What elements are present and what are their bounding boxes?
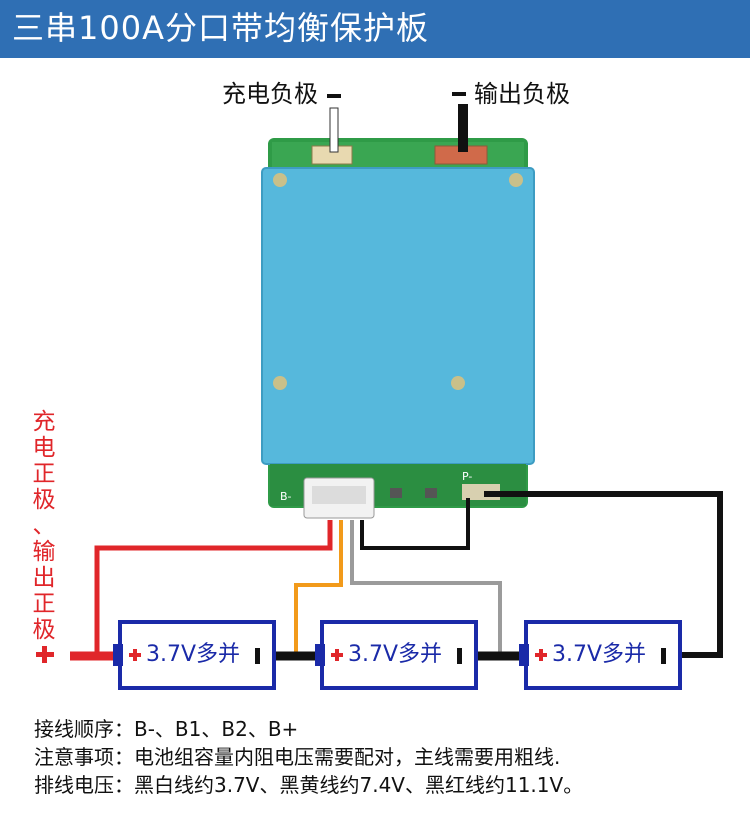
connector-slot — [312, 486, 366, 504]
battery-2 — [315, 620, 478, 690]
positive-label-char: 正 — [32, 461, 56, 487]
yellow-wire — [294, 520, 343, 655]
battery-3-plus-icon — [535, 649, 547, 661]
pcb-component-1 — [390, 488, 402, 498]
positive-label-char: 输 — [32, 539, 56, 565]
mount-hole-tr — [509, 173, 523, 187]
positive-label-char: 极 — [32, 487, 56, 513]
positive-label-char: 极 — [32, 617, 56, 643]
mount-hole-bl — [273, 376, 287, 390]
positive-terminal-plus-icon — [36, 646, 54, 663]
positive-label-char: 电 — [32, 435, 56, 461]
note-precautions: 注意事项：电池组容量内阻电压需要配对，主线需要用粗线. — [34, 745, 561, 769]
battery-1-label: 3.7V多并 — [146, 642, 241, 667]
battery-1 — [113, 620, 276, 690]
charge-negative-label: 充电负极 — [222, 80, 318, 108]
pcb-component-2 — [425, 488, 437, 498]
black-balance-wire — [360, 498, 470, 550]
mount-hole-tl — [273, 173, 287, 187]
charge-negative-lead — [329, 107, 339, 153]
note-wire-voltage: 排线电压：黑白线约3.7V、黑黄线约7.4V、黑红线约11.1V。 — [34, 773, 584, 797]
battery-2-plus-icon — [331, 649, 343, 661]
battery-3 — [519, 620, 682, 690]
output-negative-label: 输出负极 — [474, 80, 570, 108]
page-title: 三串100A分口带均衡保护板 — [12, 9, 429, 47]
output-negative-mark — [452, 92, 466, 96]
main-negative-wire — [484, 491, 723, 658]
positive-label-char: 、 — [32, 513, 56, 539]
battery-1-plus-icon — [129, 649, 141, 661]
board-label-p-minus: P- — [462, 470, 472, 483]
header-bar: 三串100A分口带均衡保护板 — [0, 0, 750, 58]
red-wire — [94, 520, 333, 655]
insulation-cover — [262, 168, 534, 464]
white-wire — [350, 520, 502, 655]
output-negative-lead — [458, 104, 468, 152]
mount-hole-br — [451, 376, 465, 390]
positive-label-char: 正 — [32, 591, 56, 617]
positive-label-char: 充 — [32, 409, 56, 435]
note-wiring-order: 接线顺序：B-、B1、B2、B+ — [34, 717, 299, 741]
battery-2-label: 3.7V多并 — [348, 642, 443, 667]
battery-3-label: 3.7V多并 — [552, 642, 647, 667]
board-label-b-minus: B- — [280, 490, 292, 503]
charge-negative-mark — [327, 94, 341, 98]
positive-label-char: 出 — [32, 565, 56, 591]
